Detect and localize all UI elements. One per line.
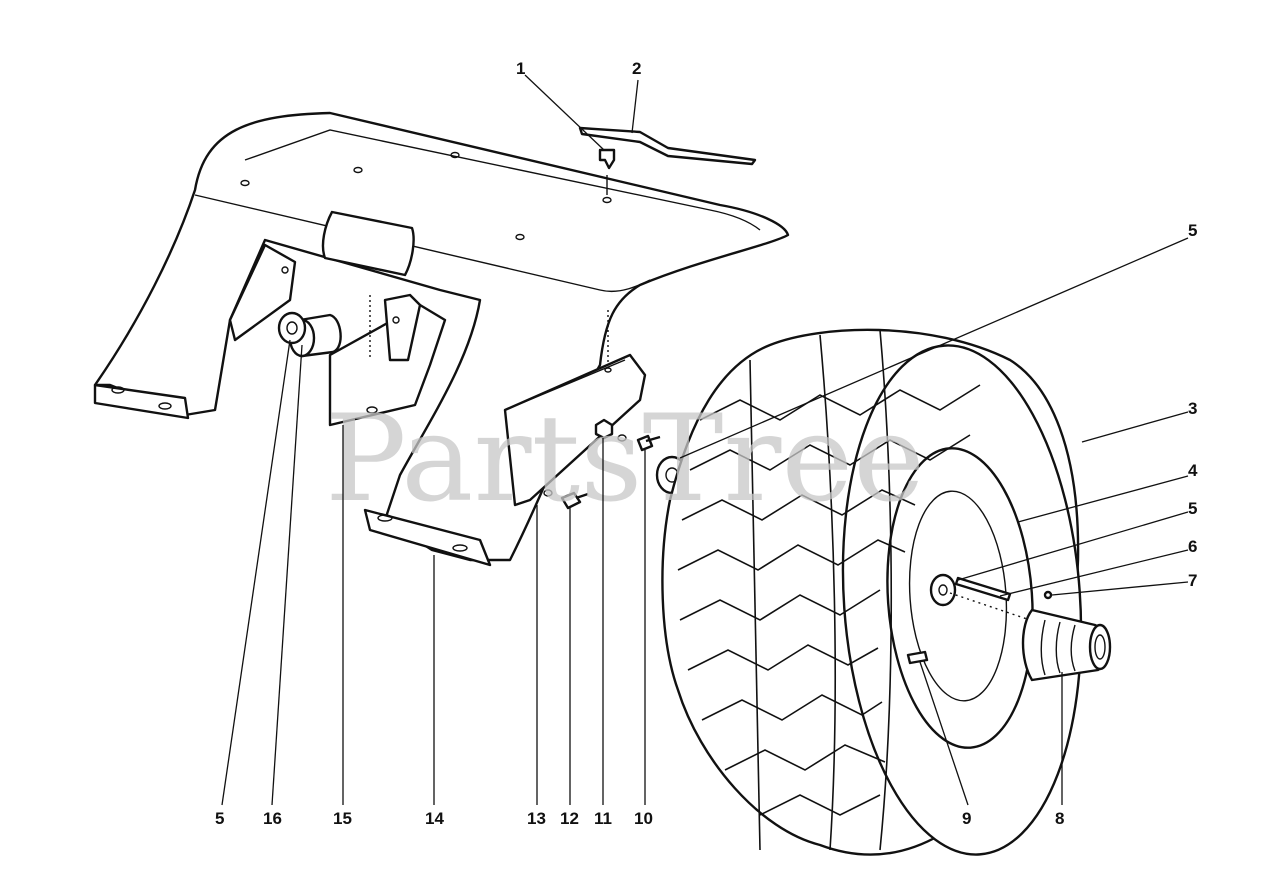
leader-lines	[221, 74, 1189, 806]
callout-14: 14	[425, 809, 444, 828]
callout-15: 15	[333, 809, 352, 828]
side-rail-bracket	[503, 310, 647, 507]
callout-5-hub: 5	[1188, 499, 1197, 518]
callout-3: 3	[1188, 399, 1197, 418]
callout-labels: 1 2 5 3 4 5 6 7 8 9 10 11 12 13 14 15 16…	[215, 59, 1198, 828]
callout-7: 7	[1188, 571, 1197, 590]
callout-11: 11	[594, 809, 612, 828]
callout-9: 9	[962, 809, 971, 828]
callout-12: 12	[560, 809, 579, 828]
key-pin	[954, 576, 1012, 602]
seat-bracket	[328, 293, 447, 427]
valve-stem	[906, 650, 929, 665]
set-screw	[1043, 590, 1053, 600]
callout-13: 13	[527, 809, 546, 828]
hub-washer	[929, 573, 957, 607]
screw	[598, 148, 616, 170]
nut	[594, 418, 614, 440]
fender-top-line	[244, 129, 761, 231]
spacer-bushing	[277, 311, 342, 358]
callout-2: 2	[632, 59, 641, 78]
callout-5-left: 5	[215, 809, 224, 828]
callout-6: 6	[1188, 537, 1197, 556]
callout-10: 10	[634, 809, 653, 828]
fender-mounting-holes	[240, 151, 612, 241]
left-mounting-bracket	[228, 243, 297, 342]
tread-pattern	[677, 329, 981, 851]
callout-1: 1	[516, 59, 525, 78]
wheel-assembly	[661, 328, 1112, 856]
fender-emblem-plate	[321, 210, 415, 277]
callout-16: 16	[263, 809, 282, 828]
bolt-10	[636, 434, 661, 452]
callout-8: 8	[1055, 809, 1064, 828]
axle-hub-cone	[1021, 608, 1112, 682]
callout-5-top: 5	[1188, 221, 1197, 240]
clip	[578, 126, 757, 166]
fender-front-edge	[194, 194, 651, 292]
callout-4: 4	[1188, 461, 1198, 480]
watermark-text: PartsTree	[325, 390, 925, 529]
bolt-12	[560, 491, 589, 510]
